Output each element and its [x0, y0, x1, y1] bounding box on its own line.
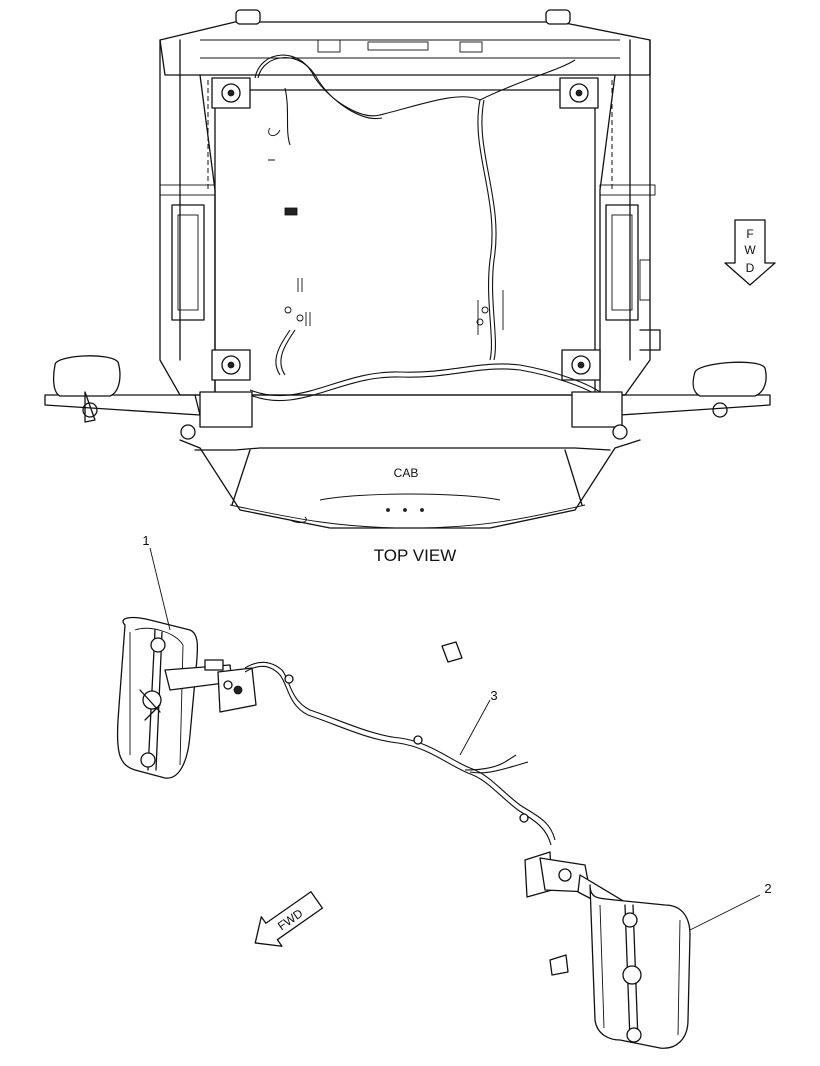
cab-mount-br [561, 349, 601, 381]
callout-1: 1 [142, 533, 149, 548]
svg-text:W: W [744, 243, 756, 257]
mirror-assembly-left [116, 616, 257, 779]
svg-text:F: F [746, 227, 753, 241]
cab-mount-bl [211, 349, 251, 381]
cab-label: CAB [394, 466, 419, 480]
mirror-assembly-right [524, 851, 691, 1049]
cab-mount-tl [211, 77, 251, 109]
svg-text:D: D [746, 261, 755, 275]
cab-mount-tr [559, 77, 599, 109]
cab-top-view [44, 9, 771, 529]
fwd-arrow-top-icon: F W D [724, 219, 776, 286]
top-view-label: TOP VIEW [374, 546, 457, 565]
callout-2: 2 [764, 881, 771, 896]
wiring-harness [244, 641, 556, 846]
callout-3: 3 [490, 688, 497, 703]
fwd-arrow-bottom-icon: FWD [254, 891, 324, 947]
